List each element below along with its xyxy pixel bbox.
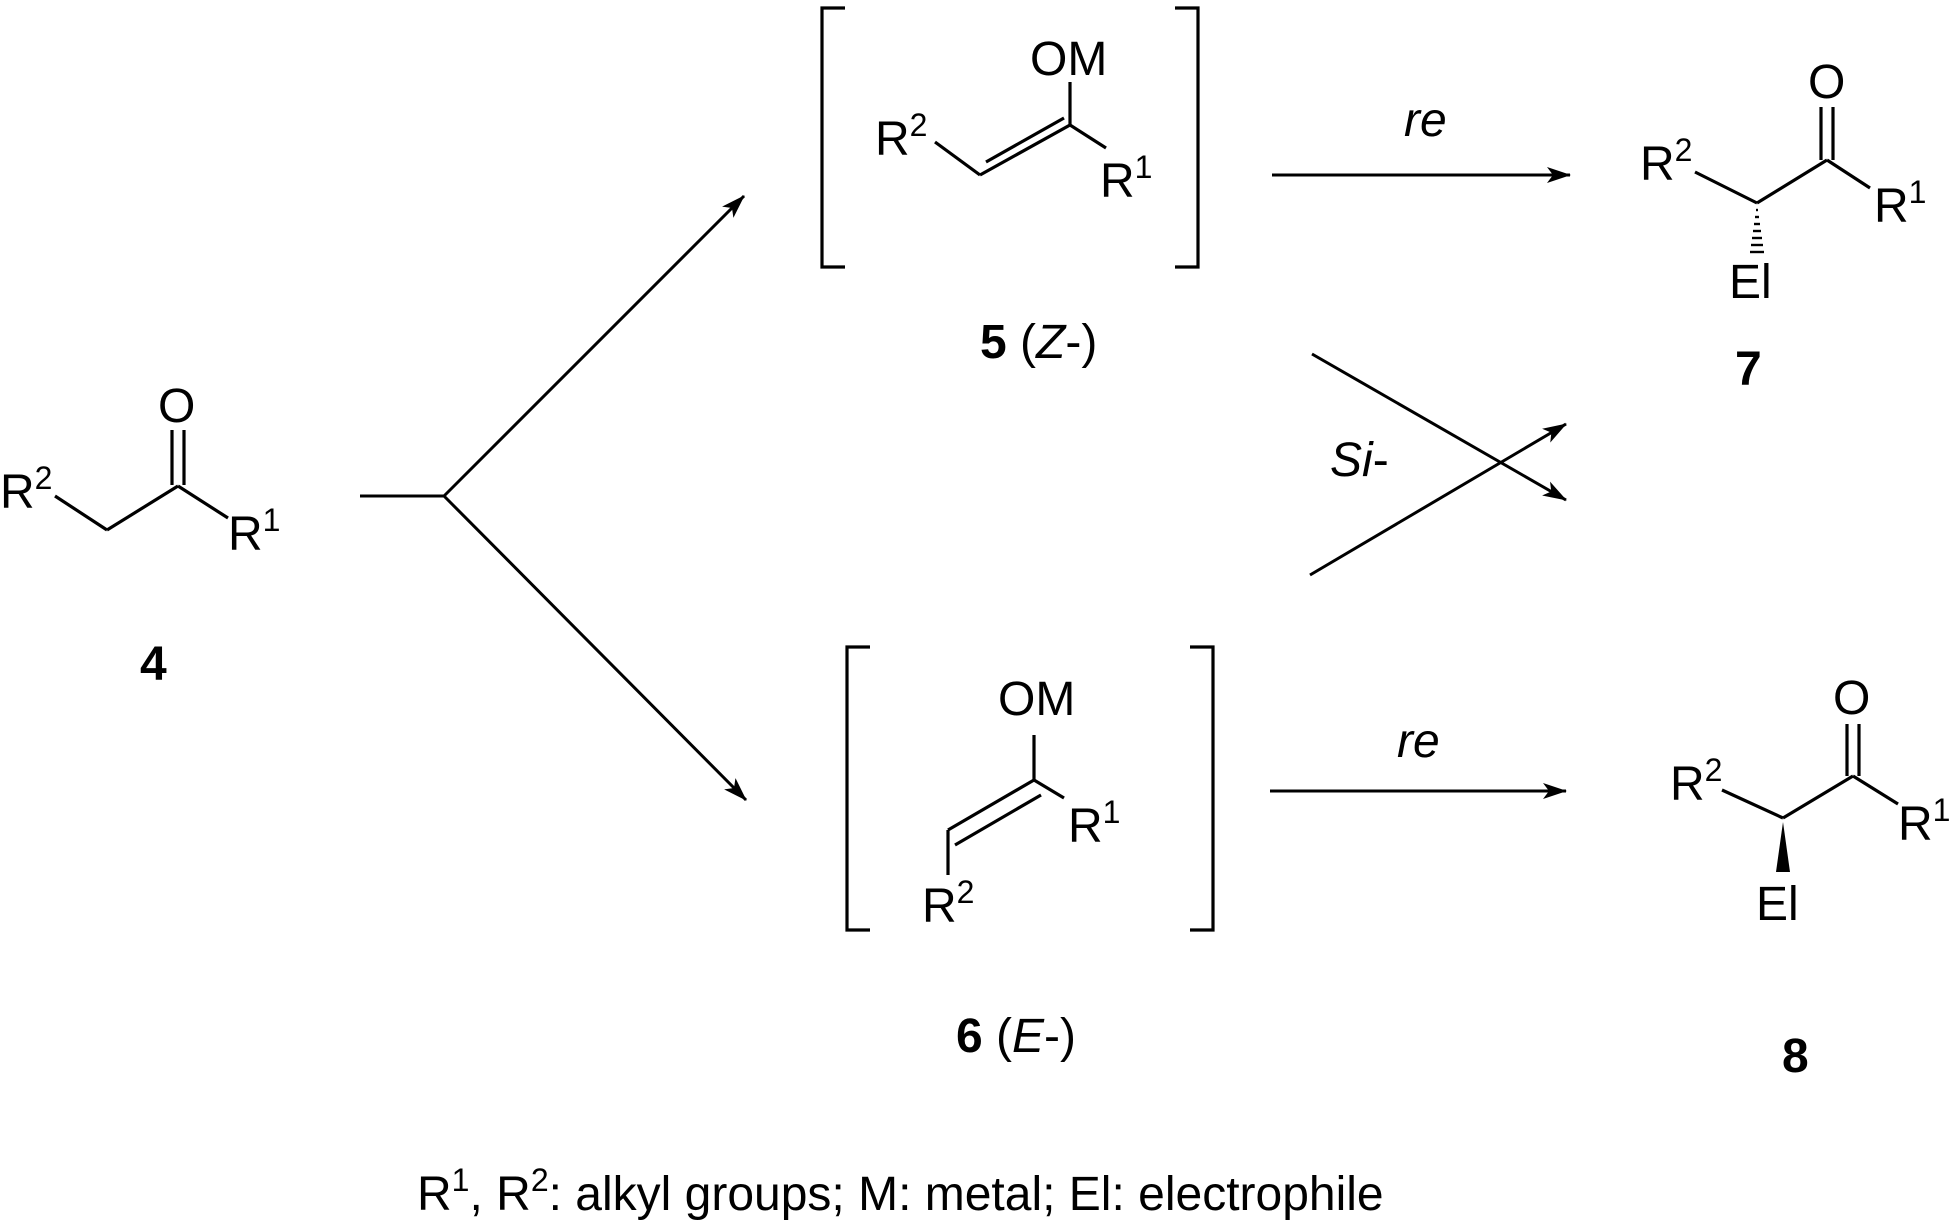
footnote: R1, R2: alkyl groups; M: metal; El: elec…: [417, 1162, 1384, 1221]
group-r2: R2: [1670, 752, 1722, 811]
compound-5-structure: OM R2 R1: [820, 6, 1200, 269]
arrow-si-6-to-7: [1309, 422, 1567, 577]
arrow-to-e-enolate: [442, 494, 748, 802]
group-r1: R1: [1874, 174, 1926, 233]
compound-4-structure: O R2 R1: [0, 380, 280, 561]
arrow-to-z-enolate: [442, 194, 746, 498]
group-r2: R2: [1640, 132, 1692, 191]
bracket-right: [1190, 645, 1215, 932]
arrow-label-si: Si-: [1330, 434, 1389, 487]
solid-wedge-bond: [1776, 822, 1790, 872]
bond-r2-ch: [934, 140, 981, 177]
group-el: El: [1729, 256, 1772, 309]
compound-7-structure: O R2 R1 El: [1640, 56, 1926, 309]
group-r2: R2: [922, 874, 974, 933]
bond-r2-ch2: [54, 494, 108, 532]
bracket-right: [1175, 6, 1200, 269]
group-el: El: [1756, 878, 1799, 931]
compound-label-7: 7: [1735, 343, 1762, 396]
bond-c-r1: [1069, 123, 1107, 150]
bond-cc-double-b: [954, 793, 1042, 847]
arrow-si-5-to-8: [1311, 352, 1567, 502]
group-r2: R2: [0, 460, 52, 519]
bond-ch2-carbonyl: [106, 484, 179, 532]
bond-c-carbonyl: [1756, 158, 1828, 205]
bond-carbonyl-r1: [177, 484, 229, 520]
bond-cc-double-a: [947, 778, 1035, 832]
compound-label-6: 6 (E-): [956, 1010, 1076, 1063]
bracket-left: [820, 6, 845, 269]
bond-cc-double-b: [985, 116, 1065, 164]
atom-o: O: [158, 380, 195, 433]
bond-c-carbonyl: [1782, 774, 1854, 820]
group-om: OM: [1030, 33, 1107, 86]
group-r2: R2: [875, 107, 927, 166]
bond-r2-c: [1721, 788, 1784, 820]
bond-carbonyl-r1: [1852, 774, 1899, 806]
compound-6-structure: OM R1 R2: [845, 645, 1215, 933]
arrow-label-re-bottom: re: [1397, 715, 1440, 768]
group-r1: R1: [228, 502, 280, 561]
group-r1: R1: [1068, 794, 1120, 853]
bond-carbonyl-r1: [1826, 158, 1871, 190]
compound-label-4: 4: [140, 638, 167, 691]
compound-8-structure: O R2 R1 El: [1670, 672, 1950, 931]
atom-o: O: [1808, 56, 1845, 109]
hashed-wedge-bond: [1750, 208, 1764, 254]
group-r1: R1: [1100, 149, 1152, 208]
bond-cc-double-a: [979, 123, 1071, 177]
arrow-label-re-top: re: [1404, 94, 1447, 147]
compound-label-8: 8: [1782, 1030, 1809, 1083]
bracket-left: [845, 645, 870, 932]
group-r1: R1: [1898, 792, 1950, 851]
compound-label-5: 5 (Z-): [980, 316, 1097, 369]
bond-c-r1: [1033, 778, 1065, 800]
group-om: OM: [998, 673, 1075, 726]
bond-r2-c: [1694, 170, 1758, 205]
atom-o: O: [1833, 672, 1870, 725]
